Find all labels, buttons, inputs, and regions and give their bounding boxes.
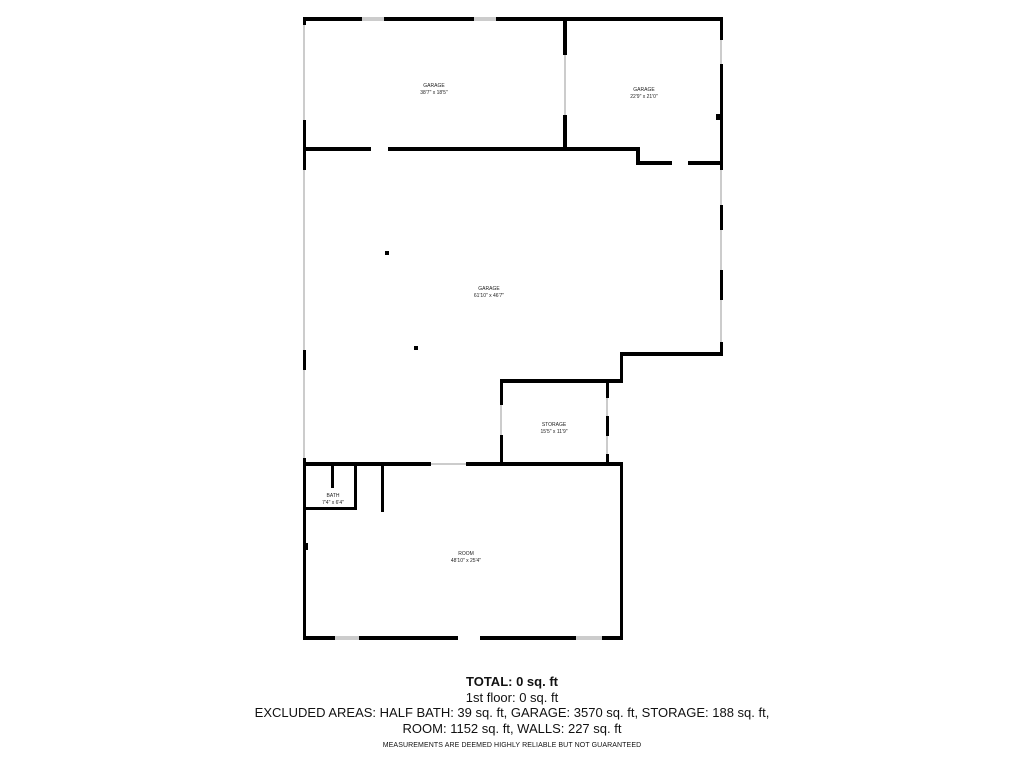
walls: [303, 17, 723, 640]
room-dims: 7'4" x 6'4": [322, 500, 344, 506]
room-dims: 38'7" x 18'5": [420, 90, 448, 96]
excluded-areas-line-1: EXCLUDED AREAS: HALF BATH: 39 sq. ft, GA…: [254, 705, 770, 720]
room-name: GARAGE: [633, 87, 655, 93]
excluded-areas-line-2: ROOM: 1152 sq. ft, WALLS: 227 sq. ft: [402, 721, 622, 736]
windows: [335, 17, 723, 640]
room-name: ROOM: [458, 551, 474, 557]
room-dims: 15'5" x 11'9": [540, 429, 567, 435]
room-name: GARAGE: [423, 83, 445, 89]
room-dims: 61'10" x 46'7": [474, 293, 504, 299]
room-labels: GARAGE 38'7" x 18'5" GARAGE 22'9" x 21'0…: [322, 83, 658, 564]
room-dims: 48'10" x 25'4": [451, 558, 481, 564]
disclaimer: MEASUREMENTS ARE DEEMED HIGHLY RELIABLE …: [382, 742, 642, 749]
floor-plan: GARAGE 38'7" x 18'5" GARAGE 22'9" x 21'0…: [303, 17, 723, 640]
room-name: BATH: [327, 493, 340, 499]
room-dims: 22'9" x 21'0": [630, 94, 658, 100]
total-area: TOTAL: 0 sq. ft: [466, 674, 558, 689]
room-name: GARAGE: [478, 286, 500, 292]
floor-area: 1st floor: 0 sq. ft: [465, 690, 559, 705]
excluded-areas: EXCLUDED AREAS: HALF BATH: 39 sq. ft, GA…: [0, 705, 1024, 737]
garage-doors: [303, 25, 567, 640]
room-name: STORAGE: [542, 422, 567, 428]
